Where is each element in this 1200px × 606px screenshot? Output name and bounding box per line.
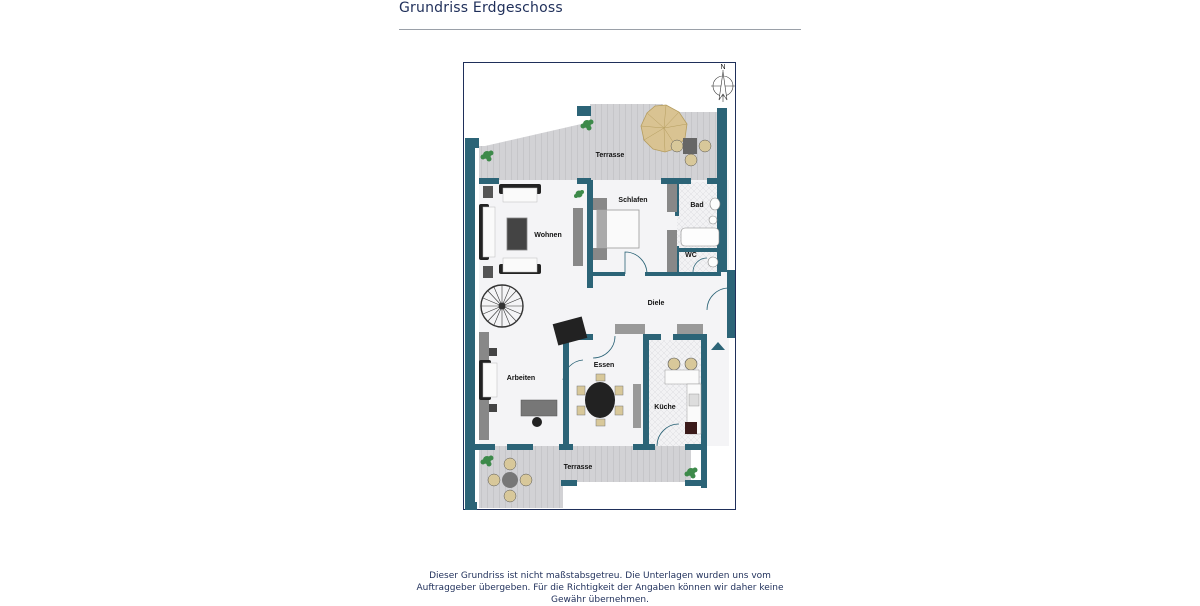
floor-plan: N Terrasse Schlafen Bad Wohnen WC Diele … <box>465 64 735 510</box>
terrace-table-top <box>683 138 697 154</box>
page-title: Grundriss Erdgeschoss <box>399 0 563 16</box>
desk <box>520 399 558 417</box>
bathtub <box>680 227 720 247</box>
wardrobe-upper <box>667 184 677 212</box>
tv-cabinet <box>573 208 583 266</box>
entrance-arrow-icon <box>711 342 725 350</box>
terrace-bottom-furniture <box>487 457 533 503</box>
stove <box>685 422 697 434</box>
sideboard <box>615 324 645 334</box>
terrace-bottom <box>479 444 691 508</box>
terrace-table-bottom <box>502 472 518 488</box>
study-furniture <box>479 316 588 440</box>
title-divider <box>399 29 801 30</box>
room-label-wohnen: Wohnen <box>534 232 561 239</box>
room-label-kueche: Küche <box>654 404 676 411</box>
wall-east-upper <box>717 108 727 272</box>
terrace-top-furniture <box>640 104 712 167</box>
armchair <box>552 316 588 346</box>
side-table <box>483 186 493 198</box>
room-label-schlafen: Schlafen <box>618 197 647 204</box>
desk-chair <box>532 417 542 427</box>
dining-furniture <box>576 324 703 428</box>
wall-east-lower <box>701 334 707 488</box>
kitchen-counter <box>664 369 700 385</box>
room-label-terrasse-bottom: Terrasse <box>564 464 593 471</box>
plant-icon <box>480 150 494 162</box>
room-label-bad: Bad <box>690 202 703 209</box>
coffee-table <box>506 217 528 251</box>
wardrobe-lower <box>667 230 677 272</box>
room-label-arbeiten: Arbeiten <box>507 375 535 382</box>
plant-icon <box>580 119 594 131</box>
compass-north-label: N <box>720 64 725 71</box>
disclaimer-text: Dieser Grundriss ist nicht maßstabsgetre… <box>416 571 784 605</box>
room-label-terrasse-top: Terrasse <box>596 152 625 159</box>
dining-table <box>585 382 615 418</box>
room-label-diele: Diele <box>648 300 665 307</box>
spiral-staircase <box>480 284 524 328</box>
room-label-wc: WC <box>685 252 697 259</box>
wall-dining-east <box>643 334 649 446</box>
wall-dining-west <box>563 334 569 446</box>
bedroom-furniture <box>593 184 677 272</box>
bathroom-fixtures <box>680 197 721 268</box>
compass-icon <box>711 70 735 102</box>
toilet <box>709 197 721 211</box>
wall-bedroom-west <box>587 180 593 288</box>
dining-cabinet <box>633 384 641 428</box>
plant-icon <box>480 455 494 467</box>
kitchen-furniture <box>664 357 702 435</box>
plant-icon <box>574 190 584 198</box>
wall-terrace-corner <box>577 106 591 116</box>
room-label-essen: Essen <box>594 362 615 369</box>
plant-icon <box>684 467 698 479</box>
sink <box>688 393 700 407</box>
door-swings <box>562 251 730 447</box>
wall-west <box>465 138 475 510</box>
plants <box>480 119 698 479</box>
living-furniture <box>479 184 583 278</box>
